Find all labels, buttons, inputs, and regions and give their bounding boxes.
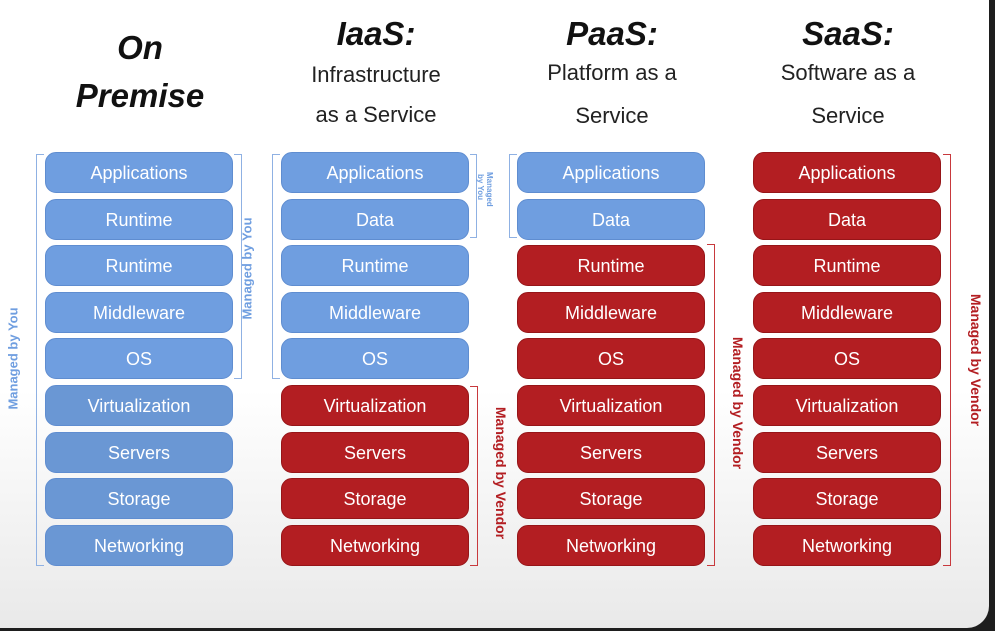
layer-servers: Servers — [753, 431, 941, 473]
layer-data: Data — [281, 198, 469, 240]
layer-virtualization: Virtualization — [281, 385, 469, 426]
bracket-managed-by-you-onprem-upper — [234, 154, 242, 379]
layer-os: OS — [45, 338, 233, 380]
layer-storage: Storage — [753, 478, 941, 520]
column-title: On — [117, 29, 163, 66]
bracket-managed-by-vendor-saas — [943, 154, 951, 566]
layer-data: Data — [517, 198, 705, 240]
managed-by-vendor-label: Managed by Vendor — [493, 406, 509, 540]
managed-by-you-small-line: Managed — [485, 172, 494, 207]
layer-data: Data — [753, 198, 941, 240]
layer-runtime: Runtime — [45, 198, 233, 240]
managed-by-you-small-label: Managed by You — [476, 172, 494, 207]
layer-runtime: Runtime — [753, 245, 941, 287]
column-title: IaaS: — [336, 15, 416, 52]
layer-servers: Servers — [45, 431, 233, 473]
bracket-managed-by-vendor-iaas — [470, 386, 478, 566]
layer-storage: Storage — [281, 478, 469, 520]
bracket-managed-by-you-paas — [509, 154, 517, 238]
managed-by-you-small-line: by You — [476, 174, 485, 200]
layer-virtualization: Virtualization — [753, 385, 941, 426]
layer-middleware: Middleware — [281, 291, 469, 333]
layer-middleware: Middleware — [517, 291, 705, 333]
column-title: Premise — [75, 77, 205, 114]
layer-os: OS — [517, 338, 705, 380]
layer-applications: Applications — [45, 152, 233, 193]
bracket-managed-by-you-iaas — [272, 154, 280, 379]
layer-middleware: Middleware — [753, 291, 941, 333]
layer-storage: Storage — [45, 478, 233, 520]
layer-virtualization: Virtualization — [517, 385, 705, 426]
column-title: SaaS: — [802, 15, 894, 52]
layer-storage: Storage — [517, 478, 705, 520]
column-subtitle: Infrastructure — [311, 62, 441, 87]
column-subtitle: Platform as a — [547, 60, 677, 85]
layer-os: OS — [281, 338, 469, 380]
layer-servers: Servers — [281, 431, 469, 473]
managed-by-vendor-label: Managed by Vendor — [968, 293, 984, 427]
layer-runtime: Runtime — [45, 245, 233, 287]
layer-applications: Applications — [281, 152, 469, 193]
bracket-managed-by-you-iaas-right — [470, 154, 477, 238]
column-subtitle: Service — [575, 103, 649, 128]
managed-by-vendor-label: Managed by Vendor — [730, 336, 746, 470]
column-title: PaaS: — [566, 15, 658, 52]
layer-middleware: Middleware — [45, 291, 233, 333]
column-subtitle: as a Service — [315, 102, 437, 127]
layer-virtualization: Virtualization — [45, 385, 233, 426]
layer-networking: Networking — [45, 524, 233, 566]
column-subtitle: Service — [811, 103, 885, 128]
bracket-managed-by-vendor-paas — [707, 244, 715, 566]
bracket-managed-by-you-onprem — [36, 154, 44, 566]
managed-by-you-label: Managed by You — [239, 217, 255, 320]
layer-networking: Networking — [753, 524, 941, 566]
layer-networking: Networking — [281, 524, 469, 566]
layer-runtime: Runtime — [517, 245, 705, 287]
column-subtitle: Software as a — [780, 60, 916, 85]
layer-servers: Servers — [517, 431, 705, 473]
layer-applications: Applications — [517, 152, 705, 193]
layer-applications: Applications — [753, 152, 941, 193]
layer-os: OS — [753, 338, 941, 380]
managed-by-you-label: Managed by You — [5, 307, 21, 410]
layer-networking: Networking — [517, 524, 705, 566]
layer-runtime: Runtime — [281, 245, 469, 287]
